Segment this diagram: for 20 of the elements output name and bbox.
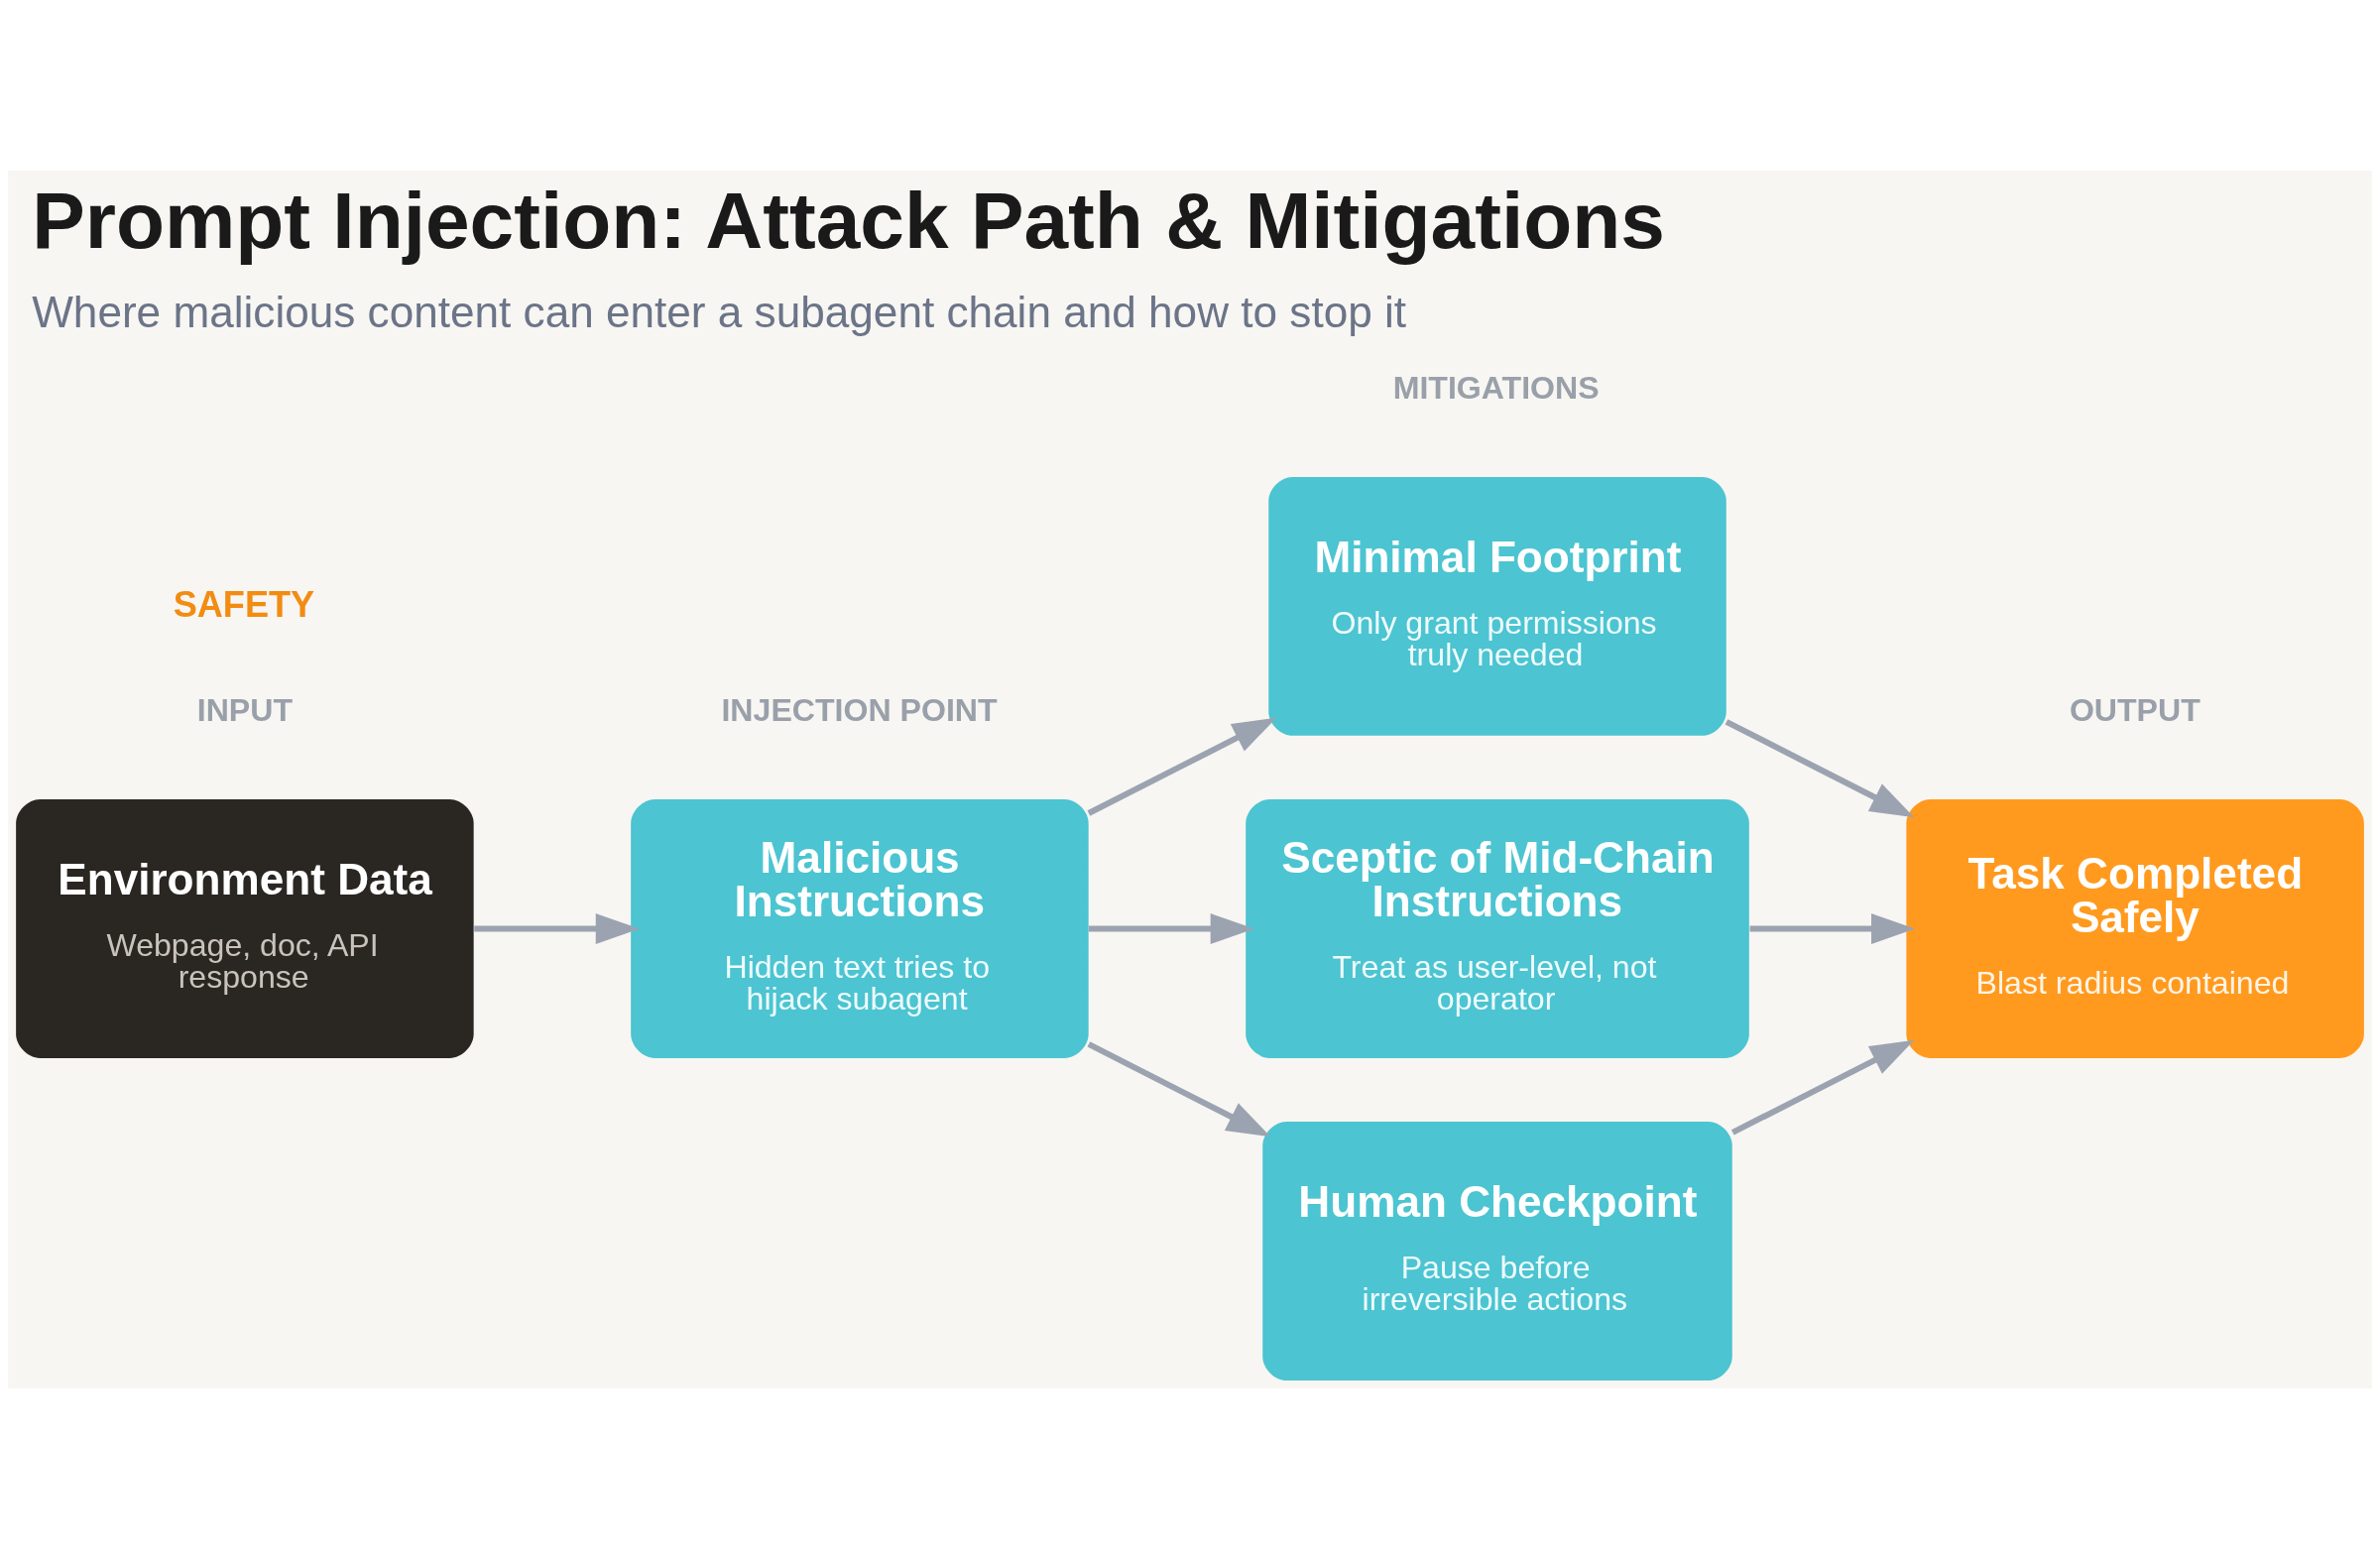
arrow: [1749, 913, 1916, 944]
label: OUTPUT: [2069, 692, 2201, 729]
label: INPUT: [196, 692, 294, 729]
arrow: [1725, 719, 1915, 818]
label: SAFETY: [173, 584, 315, 626]
node-box: Malicious Instructions Hidden text tries to hijack subagent: [631, 799, 1089, 1058]
caption: Where malicious content can enter a subagent chain and how to stop it: [32, 287, 1407, 336]
label: MITIGATIONS: [1392, 370, 1600, 407]
node-box: Environment Data Webpage, doc, API response: [16, 799, 474, 1058]
arrow: [1730, 1039, 1915, 1136]
label: INJECTION POINT: [721, 692, 998, 729]
node-box: Sceptic of Mid-Chain Instructions Treat as user-level, not operator: [1246, 799, 1749, 1058]
arrow: [474, 913, 640, 944]
arrow: [1088, 913, 1254, 944]
node-box: Minimal Footprint Only grant permissions truly needed: [1268, 477, 1726, 736]
arrow: [1087, 717, 1277, 816]
diagram-title: Prompt Injection: Attack Path & Mitigations: [32, 176, 1665, 266]
node-box: Human Checkpoint Pause before irreversible actions: [1262, 1122, 1732, 1380]
node-box: Task Completed Safely Blast radius contained: [1906, 799, 2364, 1058]
arrow: [1087, 1041, 1271, 1138]
